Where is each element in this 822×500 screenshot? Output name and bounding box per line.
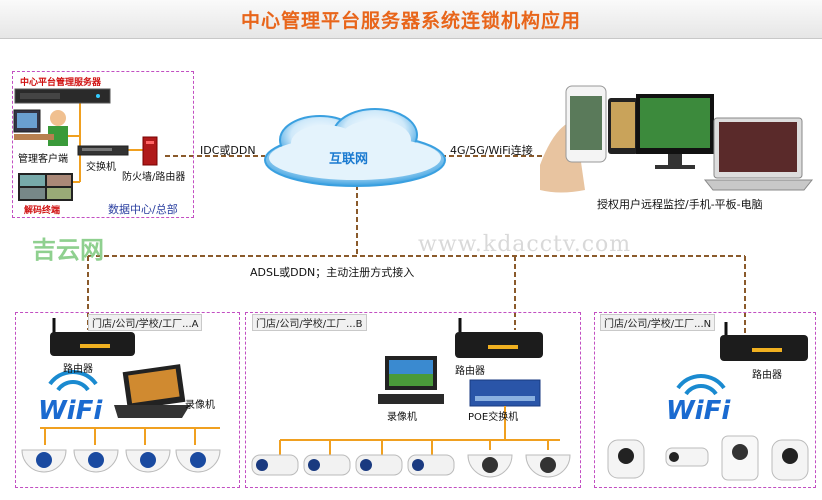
branch-b-bullet-cameras-icon	[251, 454, 455, 476]
rack-server-icon	[14, 88, 111, 104]
branch-n-router-icon	[720, 322, 808, 361]
page-title: 中心管理平台服务器系统连锁机构应用	[0, 0, 822, 39]
branch-n-wifi-cameras-icon	[607, 435, 809, 481]
watermark-site: www.kdacctv.com	[418, 232, 632, 257]
remote-devices-icon	[540, 85, 814, 193]
branch-b-poe-label: POE交换机	[468, 412, 519, 423]
branch-a-router-icon	[50, 318, 135, 356]
branch-b-tag: 门店/公司/学校/工厂...B	[252, 314, 367, 331]
branch-b-dome-cameras-icon	[467, 454, 571, 478]
branch-b-nvr-label: 录像机	[387, 412, 417, 423]
adsl-label: ADSL或DDN；主动注册方式接入	[250, 266, 415, 279]
branch-n-router-label: 路由器	[752, 370, 782, 381]
server-label: 中心平台管理服务器	[20, 78, 102, 88]
branch-b-poe-switch-icon	[469, 379, 541, 407]
branch-n-zone	[594, 312, 816, 488]
admin-workstation-icon	[13, 109, 68, 146]
firewall-label: 防火墙/路由器	[122, 172, 186, 183]
firewall-icon	[142, 136, 158, 166]
branch-a-nvr-icon	[114, 364, 190, 418]
branch-b-router-label: 路由器	[455, 366, 485, 377]
branch-b-zone	[245, 312, 581, 488]
internet-cloud-icon	[264, 108, 446, 187]
branch-a-dome-cameras-icon	[21, 449, 221, 473]
branch-b-nvr-icon	[378, 356, 444, 404]
branch-n-wifi-icon	[676, 374, 726, 396]
client-label: 管理客户端	[18, 154, 68, 165]
switch-label: 交换机	[86, 162, 116, 173]
branch-a-nvr-label: 录像机	[185, 400, 215, 411]
idc-ddn-label: IDC或DDN	[200, 144, 256, 157]
branch-a-router-label: 路由器	[63, 364, 93, 375]
branch-a-wifi-label: WiFi	[38, 396, 103, 426]
remote-users-label: 授权用户远程监控/手机-平板-电脑	[597, 198, 763, 211]
decoder-label: 解码终端	[24, 206, 61, 216]
watermark-logo: 吉云网	[32, 236, 104, 264]
datacenter-zone	[12, 71, 194, 218]
branch-n-wifi-label: WiFi	[666, 396, 731, 426]
internet-label: 互联网	[329, 152, 369, 167]
branch-b-wires	[279, 406, 560, 455]
datacenter-label: 数据中心/总部	[108, 203, 178, 216]
mobile-link-label: 4G/5G/WiFi连接	[450, 144, 533, 157]
network-switch-icon	[77, 145, 129, 156]
branch-b-router-icon	[455, 318, 543, 358]
branch-n-tag: 门店/公司/学校/工厂...N	[600, 314, 716, 331]
branch-a-tag: 门店/公司/学校/工厂...A	[88, 314, 203, 331]
branch-a-zone	[15, 312, 240, 488]
branch-a-wifi-icon	[48, 370, 98, 392]
decoder-terminal-icon	[18, 173, 73, 201]
branch-a-wires	[40, 427, 220, 445]
